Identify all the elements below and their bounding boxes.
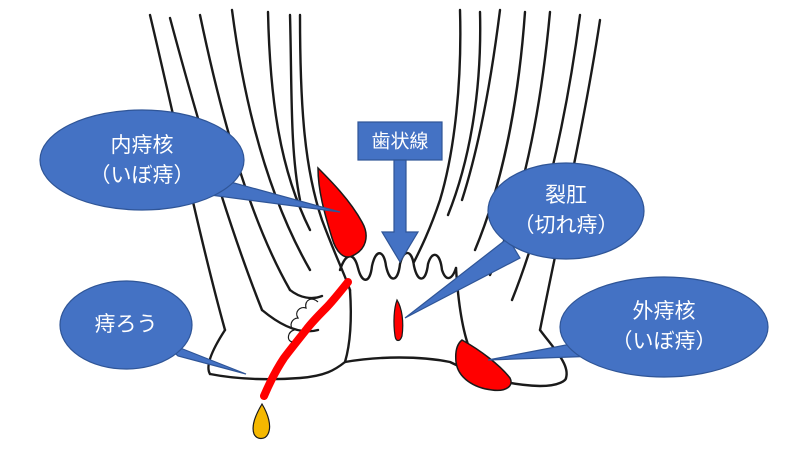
fistula-tract-outline bbox=[287, 298, 319, 343]
fistula-tract bbox=[260, 278, 352, 400]
dentate-line-label: 歯状線 bbox=[371, 131, 428, 153]
external-hemorrhoid-label-2: （いぼ痔） bbox=[612, 329, 717, 353]
callout-internal-hemorrhoid: 内痔核 （いぼ痔） bbox=[39, 109, 341, 213]
internal-hemorrhoid-label-1: 内痔核 bbox=[111, 133, 174, 157]
external-hemorrhoid-label-1: 外痔核 bbox=[633, 299, 696, 323]
anal-fissure-label-1: 裂肛 bbox=[545, 183, 587, 207]
external-hemorrhoid-lesion bbox=[455, 339, 512, 392]
pus-drop bbox=[252, 402, 271, 440]
lesions bbox=[252, 166, 512, 440]
callout-anal-fissure: 裂肛 （切れ痔） bbox=[404, 162, 645, 319]
down-arrow-icon bbox=[380, 159, 420, 264]
internal-hemorrhoid-label-2: （いぼ痔） bbox=[90, 163, 195, 187]
callout-anal-fistula: 痔ろう bbox=[59, 280, 247, 375]
callout-dentate-line: 歯状線 bbox=[357, 121, 443, 264]
anal-fissure-label-2: （切れ痔） bbox=[514, 213, 619, 237]
internal-hemorrhoid-lesion bbox=[317, 166, 367, 258]
callout-external-hemorrhoid: 外痔核 （いぼ痔） bbox=[487, 276, 769, 378]
anal-fistula-label: 痔ろう bbox=[95, 312, 158, 336]
anal-fissure-lesion bbox=[393, 298, 404, 342]
